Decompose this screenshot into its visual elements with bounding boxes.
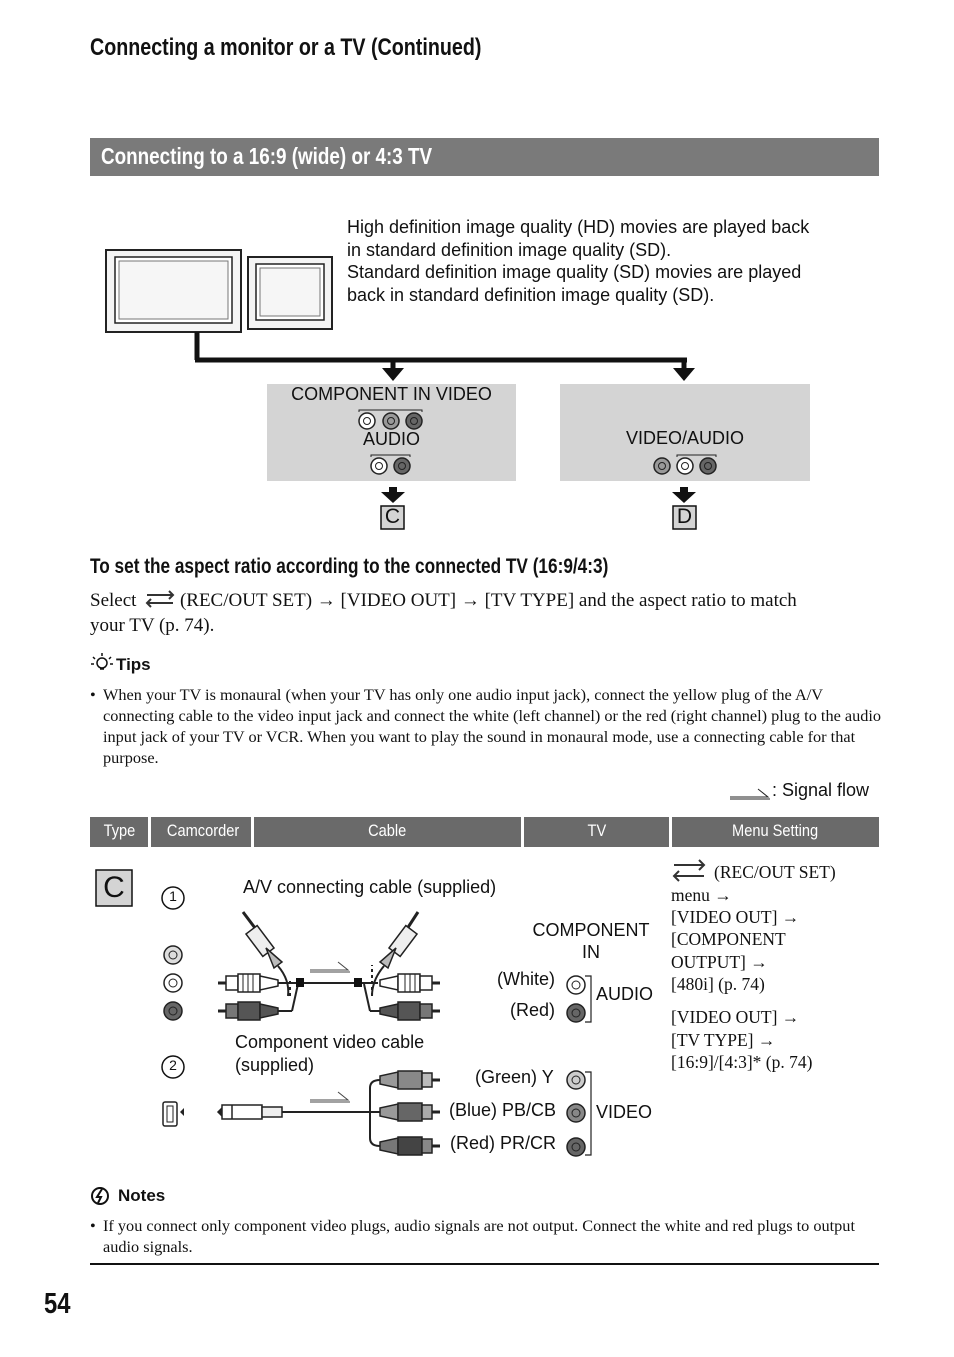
header-camcorder: Camcorder	[166, 821, 240, 840]
hd-description-line: Standard definition image quality (SD) m…	[347, 262, 802, 282]
hd-description-line: High definition image quality (HD) movie…	[347, 217, 810, 237]
tv-green-label: (Green) Y	[475, 1067, 554, 1087]
notes-text: If you connect only component video plug…	[103, 1216, 855, 1256]
tips-text: When your TV is monaural (when your TV h…	[103, 685, 882, 767]
component-in-box	[267, 384, 516, 481]
menu-line: [COMPONENT	[671, 929, 786, 949]
tv-video-jacks-icon	[566, 1070, 592, 1157]
wide-tv-icon	[105, 249, 242, 333]
notes-heading: Notes	[118, 1186, 166, 1205]
component-cable-label: Component video cable	[235, 1032, 425, 1052]
type-c-letter: C	[384, 505, 401, 528]
type-c-letter-table: C	[103, 871, 125, 904]
section-title: Connecting to a 16:9 (wide) or 4:3 TV	[101, 143, 433, 169]
step-number-1: 1	[169, 888, 177, 904]
camcorder-component-jack-icon	[162, 1101, 184, 1127]
connection-diagram	[105, 249, 810, 530]
type-c-box	[95, 869, 133, 907]
bottom-rule	[90, 1263, 879, 1265]
cable-diagram	[95, 859, 706, 1157]
av-cable-left-plugs	[218, 911, 290, 1021]
av-cable-label: A/V connecting cable (supplied)	[243, 877, 497, 897]
rec-out-set-menu-icon	[672, 859, 706, 882]
select-path-continued: your TV (p. 74).	[90, 615, 215, 636]
notes-bullet: •	[90, 1216, 96, 1235]
menu-line: (REC/OUT SET)	[714, 862, 836, 882]
page-number: 54	[44, 1288, 71, 1320]
camcorder-av-jacks-icon	[163, 945, 183, 1021]
tv-audio-label: AUDIO	[596, 984, 654, 1004]
menu-line: [16:9]/[4:3]* (p. 74)	[671, 1052, 813, 1072]
section-bar	[90, 138, 879, 176]
tv-component-in-label: IN	[582, 942, 600, 962]
header-menu-setting: Menu Setting	[732, 821, 819, 840]
av-cable-right-plugs	[371, 911, 440, 1021]
header-cable: Cable	[368, 821, 407, 840]
rec-out-set-icon	[145, 590, 175, 608]
menu-line: OUTPUT] →	[671, 952, 768, 972]
tv-red-label: (Red)	[510, 1000, 556, 1020]
signal-flow-legend: : Signal flow	[772, 780, 870, 800]
menu-line: [TV TYPE] →	[671, 1030, 776, 1050]
header-type: Type	[103, 821, 135, 840]
hd-description: High definition image quality (HD) movie…	[347, 216, 867, 306]
aspect-instruction: Select (REC/OUT SET) → [VIDEO OUT] → [TV…	[90, 588, 890, 638]
select-word: Select	[90, 590, 137, 611]
hd-description-line: in standard definition image quality (SD…	[347, 239, 672, 260]
page-header: Connecting a monitor or a TV (Continued)	[90, 34, 482, 61]
component-cable-icon	[216, 1070, 440, 1156]
header-tv: TV	[587, 821, 606, 840]
audio-jacks-icon	[370, 454, 411, 475]
menu-line: menu →	[671, 885, 732, 905]
component-video-jacks-icon	[358, 409, 423, 430]
tv-blue-label: (Blue) PB/CB	[449, 1100, 557, 1120]
menu-line: [480i] (p. 74)	[671, 974, 765, 994]
standard-tv-icon	[247, 256, 333, 330]
component-cable-label-2: (supplied)	[235, 1055, 315, 1075]
hd-description-line: back in standard definition image qualit…	[347, 284, 715, 305]
signal-flow-icon	[730, 788, 770, 800]
video-audio-label: VIDEO/AUDIO	[625, 428, 745, 448]
aspect-ratio-heading: To set the aspect ratio according to the…	[90, 555, 609, 578]
menu-line: [VIDEO OUT] →	[671, 1007, 800, 1027]
tips-bulb-icon	[91, 653, 113, 670]
notes-icon	[91, 1187, 109, 1205]
table-header: Type Camcorder Cable TV Menu Setting	[90, 817, 879, 847]
tips-bullet: •	[90, 685, 96, 704]
tips-heading: Tips	[116, 655, 151, 674]
tv-audio-jacks-icon	[566, 975, 592, 1023]
audio-label: AUDIO	[362, 429, 420, 449]
tv-red2-label: (Red) PR/CR	[450, 1133, 557, 1153]
component-in-video-label: COMPONENT IN VIDEO	[291, 384, 492, 404]
select-path: (REC/OUT SET) → [VIDEO OUT] → [TV TYPE] …	[179, 590, 797, 611]
video-audio-jacks-icon	[653, 454, 717, 475]
tv-white-label: (White)	[497, 969, 555, 989]
tv-component-label: COMPONENT	[532, 920, 650, 940]
type-d-letter: D	[676, 505, 693, 528]
step-number-2: 2	[169, 1057, 177, 1073]
menu-line: [VIDEO OUT] →	[671, 907, 800, 927]
tv-video-label: VIDEO	[596, 1102, 653, 1122]
